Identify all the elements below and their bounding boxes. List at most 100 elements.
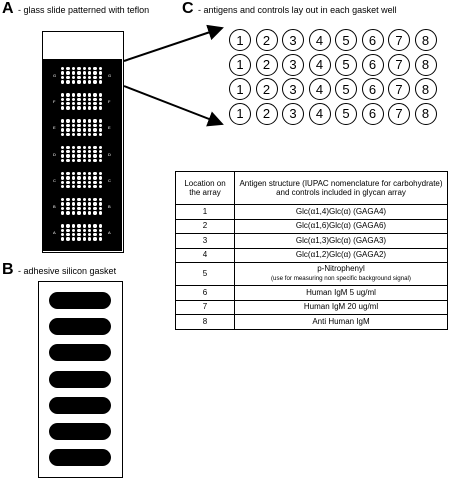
well-spot: [88, 80, 92, 84]
well-spot: [88, 232, 92, 237]
well-spot: [98, 158, 103, 163]
well-spot: [82, 206, 86, 211]
well-spot: [93, 198, 97, 202]
well-spot: [66, 206, 70, 211]
well-spot: [88, 180, 92, 184]
well-spot: [93, 184, 97, 189]
well-spot: [93, 228, 97, 232]
well-spot: [61, 149, 65, 154]
well-spot: [88, 198, 92, 202]
antigen-position-circle: 1: [229, 102, 251, 125]
well-spot: [88, 228, 92, 232]
well-spot: [77, 232, 81, 237]
antigen-position-circle: 1: [229, 29, 251, 51]
well-spot: [98, 119, 103, 123]
well-spot: [93, 93, 97, 97]
well-spot: [61, 232, 65, 237]
well-spot: [88, 119, 92, 123]
well-spot: [88, 67, 92, 71]
well-spot: [98, 97, 103, 101]
location-cell: 4: [175, 247, 235, 263]
well-spot: [77, 198, 81, 202]
well-spot: [88, 211, 92, 215]
well-spot: [88, 75, 92, 80]
antigen-position-circle: 7: [388, 78, 410, 100]
well-spot: [82, 80, 86, 84]
location-cell: 6: [175, 285, 235, 301]
well-spot: [71, 184, 76, 189]
slide-well: [61, 198, 104, 215]
well-spot: [77, 119, 81, 123]
well-spot: [61, 211, 65, 215]
well-spot: [77, 93, 81, 97]
antigen-position-circle: 8: [414, 29, 437, 51]
well-spot: [88, 237, 92, 241]
well-spot: [61, 106, 65, 110]
well-spot: [93, 132, 97, 136]
well-spot: [98, 180, 103, 184]
gasket-slot: [49, 396, 111, 414]
well-spot: [93, 128, 97, 132]
well-spot: [66, 145, 70, 149]
antigen-position-circle: 8: [414, 53, 437, 76]
antigen-position-circle: 2: [255, 53, 278, 76]
antigen-position-circle: 1: [229, 53, 251, 76]
structure-cell: Human IgM 5 ug/ml: [234, 285, 448, 301]
gasket-slot: [49, 449, 111, 467]
well-spot: [93, 106, 97, 110]
well-spot: [93, 101, 97, 106]
gasket-slot: [49, 292, 111, 309]
antigen-position-circle: 2: [255, 102, 278, 125]
well-label-right: D: [108, 151, 111, 157]
well-spot: [93, 171, 97, 176]
well-spot: [82, 237, 86, 241]
well-spot: [71, 154, 76, 158]
well-spot: [61, 145, 65, 149]
well-spot: [77, 224, 81, 228]
well-spot: [77, 67, 81, 71]
well-spot: [61, 228, 65, 232]
structure-text: Glc(α1,2)Glc(α) (GAGA2): [295, 250, 387, 260]
well-spot: [98, 128, 103, 132]
well-spot: [82, 202, 86, 206]
structure-cell: Glc(α1,4)Glc(α) (GAGA4): [234, 204, 448, 220]
well-spot: [77, 171, 81, 176]
well-spot: [82, 171, 86, 176]
well-spot: [66, 224, 70, 228]
well-spot: [93, 206, 97, 211]
panel-b-caption: - adhesive silicon gasket: [18, 266, 117, 276]
well-label-right: G: [108, 73, 112, 78]
well-spot: [71, 132, 76, 136]
well-spot: [71, 171, 76, 176]
well-label-left: C: [53, 177, 56, 183]
antigen-position-circle: 2: [255, 29, 278, 51]
well-spot: [66, 80, 70, 84]
well-spot: [93, 75, 97, 80]
well-spot: [88, 184, 92, 189]
well-label-right: E: [108, 125, 111, 131]
well-spot: [71, 119, 76, 123]
well-spot: [71, 149, 76, 154]
well-spot: [93, 119, 97, 123]
antigen-position-circle: 2: [255, 78, 278, 100]
well-spot: [93, 176, 97, 180]
header-structure: Antigen structure (IUPAC nomenclature fo…: [234, 171, 448, 205]
well-spot: [98, 123, 103, 128]
well-spot: [88, 101, 92, 106]
well-spot: [77, 80, 81, 84]
well-spot: [82, 123, 86, 128]
well-spot: [66, 228, 70, 232]
location-cell: 3: [175, 233, 235, 249]
well-label-right: B: [108, 204, 111, 209]
structure-text: Human IgM 5 ug/ml: [306, 287, 376, 297]
well-spot: [98, 75, 103, 80]
well-spot: [66, 119, 70, 123]
well-spot: [66, 171, 70, 176]
well-spot: [93, 71, 97, 75]
well-spot: [77, 206, 81, 211]
well-spot: [77, 180, 81, 184]
well-spot: [66, 123, 70, 128]
